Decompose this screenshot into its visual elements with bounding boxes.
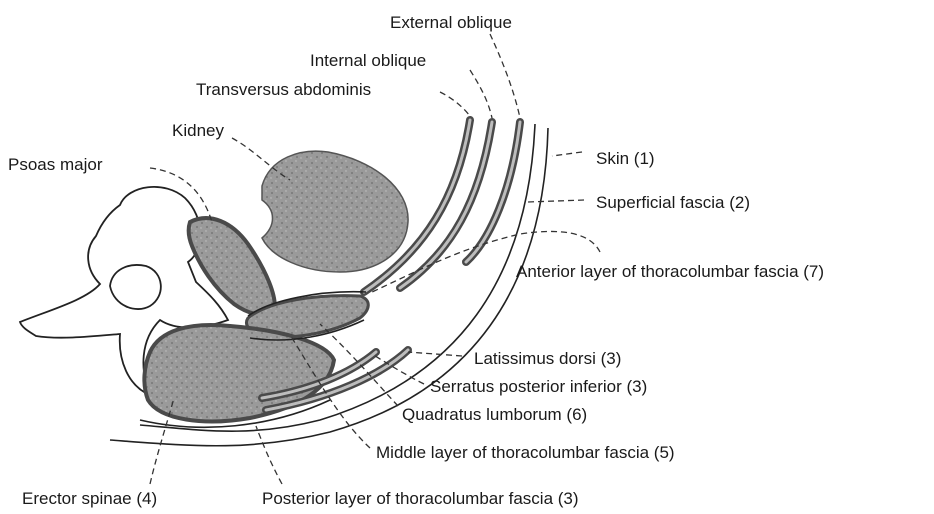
label-kidney: Kidney — [172, 121, 224, 140]
leader-superficial — [528, 200, 584, 202]
label-internal-oblique: Internal oblique — [310, 51, 426, 70]
label-posterior-layer: Posterior layer of thoracolumbar fascia … — [262, 489, 579, 508]
label-erector-spinae: Erector spinae (4) — [22, 489, 157, 508]
leader-kidney — [232, 138, 290, 180]
kidney-shape — [262, 151, 408, 272]
leader-external-oblique — [490, 34, 520, 118]
label-psoas-major: Psoas major — [8, 155, 103, 174]
label-middle-layer: Middle layer of thoracolumbar fascia (5) — [376, 443, 675, 462]
label-serratus-posterior-inferior: Serratus posterior inferior (3) — [430, 377, 647, 396]
label-latissimus-dorsi: Latissimus dorsi (3) — [474, 349, 621, 368]
leader-transversus — [440, 92, 470, 116]
label-anterior-layer: Anterior layer of thoracolumbar fascia (… — [516, 262, 824, 281]
erector-spinae-muscle — [144, 325, 334, 421]
label-transversus-abdominis: Transversus abdominis — [196, 80, 371, 99]
label-superficial-fascia: Superficial fascia (2) — [596, 193, 750, 212]
label-skin: Skin (1) — [596, 149, 655, 168]
label-external-oblique: External oblique — [390, 13, 512, 32]
leader-posterior-layer — [256, 426, 282, 484]
leader-internal-oblique — [470, 70, 492, 118]
leader-skin — [552, 152, 582, 156]
leader-latissimus — [408, 352, 462, 356]
label-quadratus-lumborum: Quadratus lumborum (6) — [402, 405, 587, 424]
